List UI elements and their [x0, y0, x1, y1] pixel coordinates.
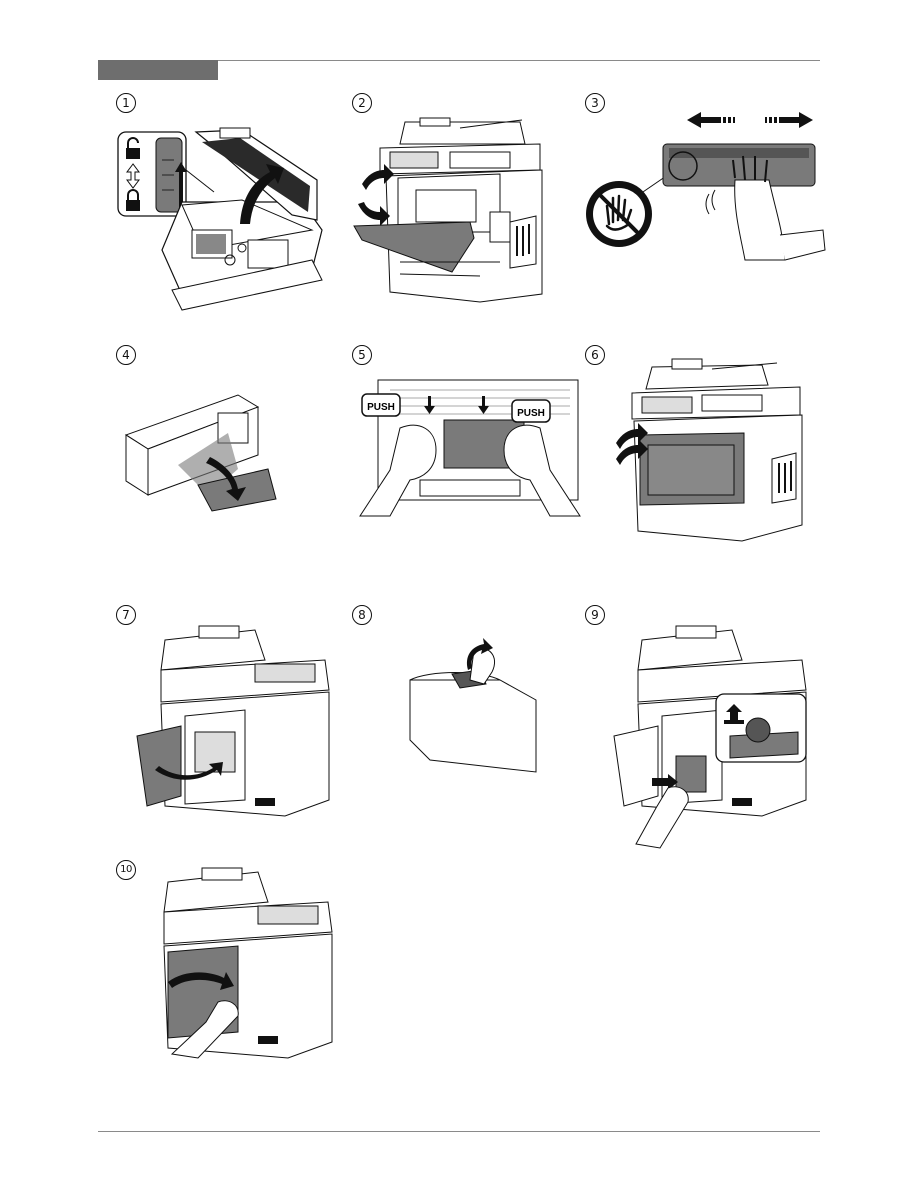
step-10-illustration: [158, 862, 338, 1062]
step-5-illustration: PUSH PUSH: [360, 380, 580, 520]
step-number-5: 5: [352, 345, 372, 365]
push-label-left: PUSH: [367, 402, 395, 413]
footer-rule: [98, 1131, 820, 1132]
step-number-1: 1: [116, 93, 136, 113]
step-number-6: 6: [585, 345, 605, 365]
step-number-4: 4: [116, 345, 136, 365]
step-number-7: 7: [116, 605, 136, 625]
push-label-right: PUSH: [517, 408, 545, 419]
step-9-illustration: [612, 620, 812, 850]
step-2-illustration: [350, 112, 550, 304]
step-4-illustration: [118, 385, 278, 515]
section-tab: [98, 60, 218, 80]
shake-right-arrow-icon: [765, 112, 813, 128]
step-number-10: 10: [116, 860, 136, 880]
step-8-illustration: [400, 640, 540, 780]
step-6-illustration: [612, 355, 807, 545]
do-not-touch-icon: [586, 181, 652, 247]
step-1-illustration: [112, 120, 332, 310]
shake-left-arrow-icon: [687, 112, 735, 128]
step-7-illustration: [135, 620, 335, 820]
step-3-illustration: [585, 110, 825, 270]
step-number-2: 2: [352, 93, 372, 113]
step-number-9: 9: [585, 605, 605, 625]
step-number-8: 8: [352, 605, 372, 625]
